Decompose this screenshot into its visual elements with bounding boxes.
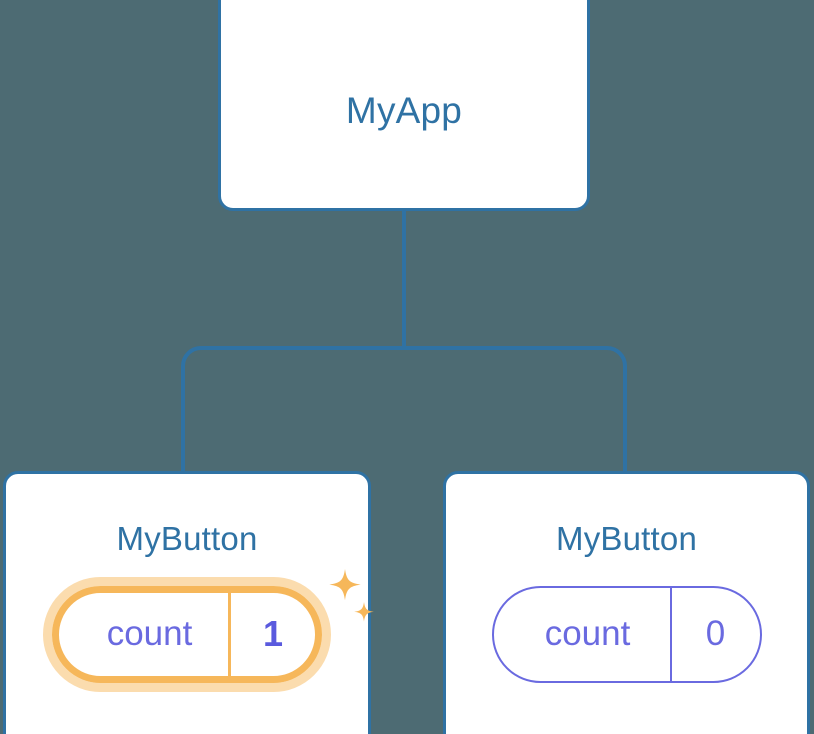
state-pill-right[interactable]: count 0 (491, 585, 762, 683)
node-mybutton-left[interactable]: MyButton count 1 (3, 471, 374, 734)
node-myapp[interactable]: MyApp (218, 0, 590, 211)
node-mybutton-right-label: MyButton (556, 520, 697, 557)
state-value-left: 1 (262, 613, 284, 654)
node-mybutton-left-label: MyButton (116, 520, 258, 557)
state-key-right: count (494, 587, 672, 681)
node-mybutton-right[interactable]: MyButton count 0 (443, 471, 810, 734)
node-myapp-label: MyApp (345, 90, 463, 131)
edge-bus-to-left-child (181, 346, 404, 474)
edge-bus-to-right-child (404, 346, 627, 474)
state-value-right: 0 (705, 614, 726, 653)
state-key-left: count (59, 592, 231, 676)
state-pill-left-glow: count 1 (43, 576, 331, 692)
state-pill-right-wrap: count 0 (446, 579, 807, 689)
state-pill-left[interactable]: count 1 (52, 585, 322, 683)
state-pill-left-wrap: count 1 (6, 576, 368, 692)
